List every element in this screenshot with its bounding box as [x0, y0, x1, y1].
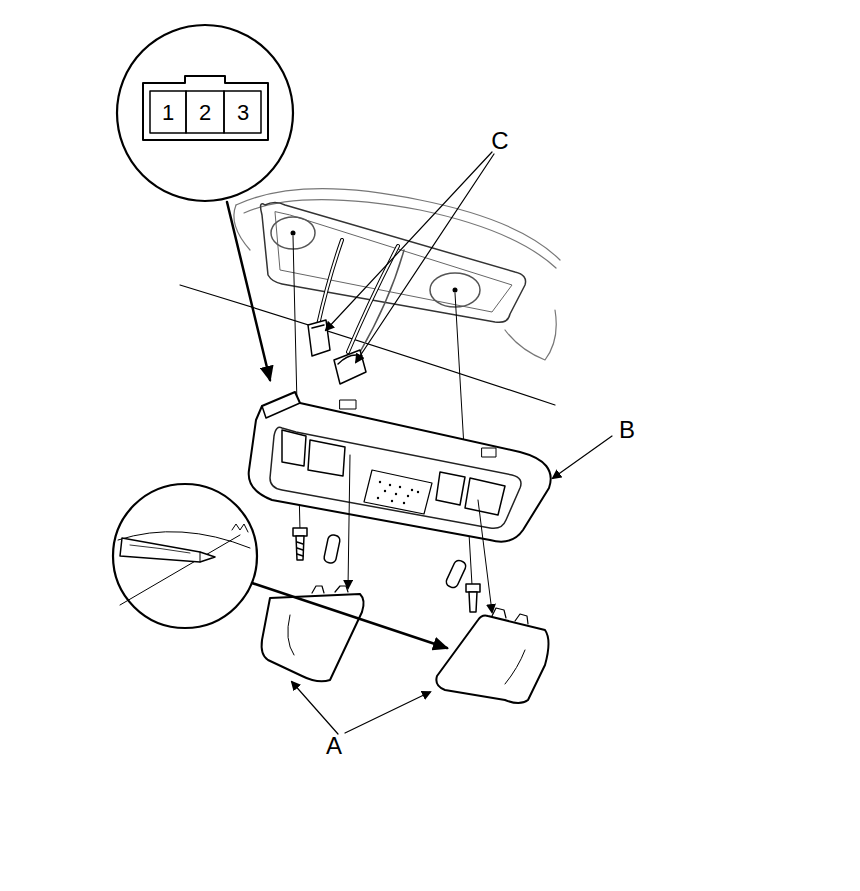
callout-letter: B — [619, 418, 635, 442]
callout-letter: C — [491, 129, 508, 153]
callout-letter: A — [326, 734, 342, 758]
pin-number: 1 — [162, 102, 174, 124]
pin-number: 3 — [237, 102, 249, 124]
pin-number: 2 — [199, 102, 211, 124]
roof-lining — [180, 189, 560, 405]
